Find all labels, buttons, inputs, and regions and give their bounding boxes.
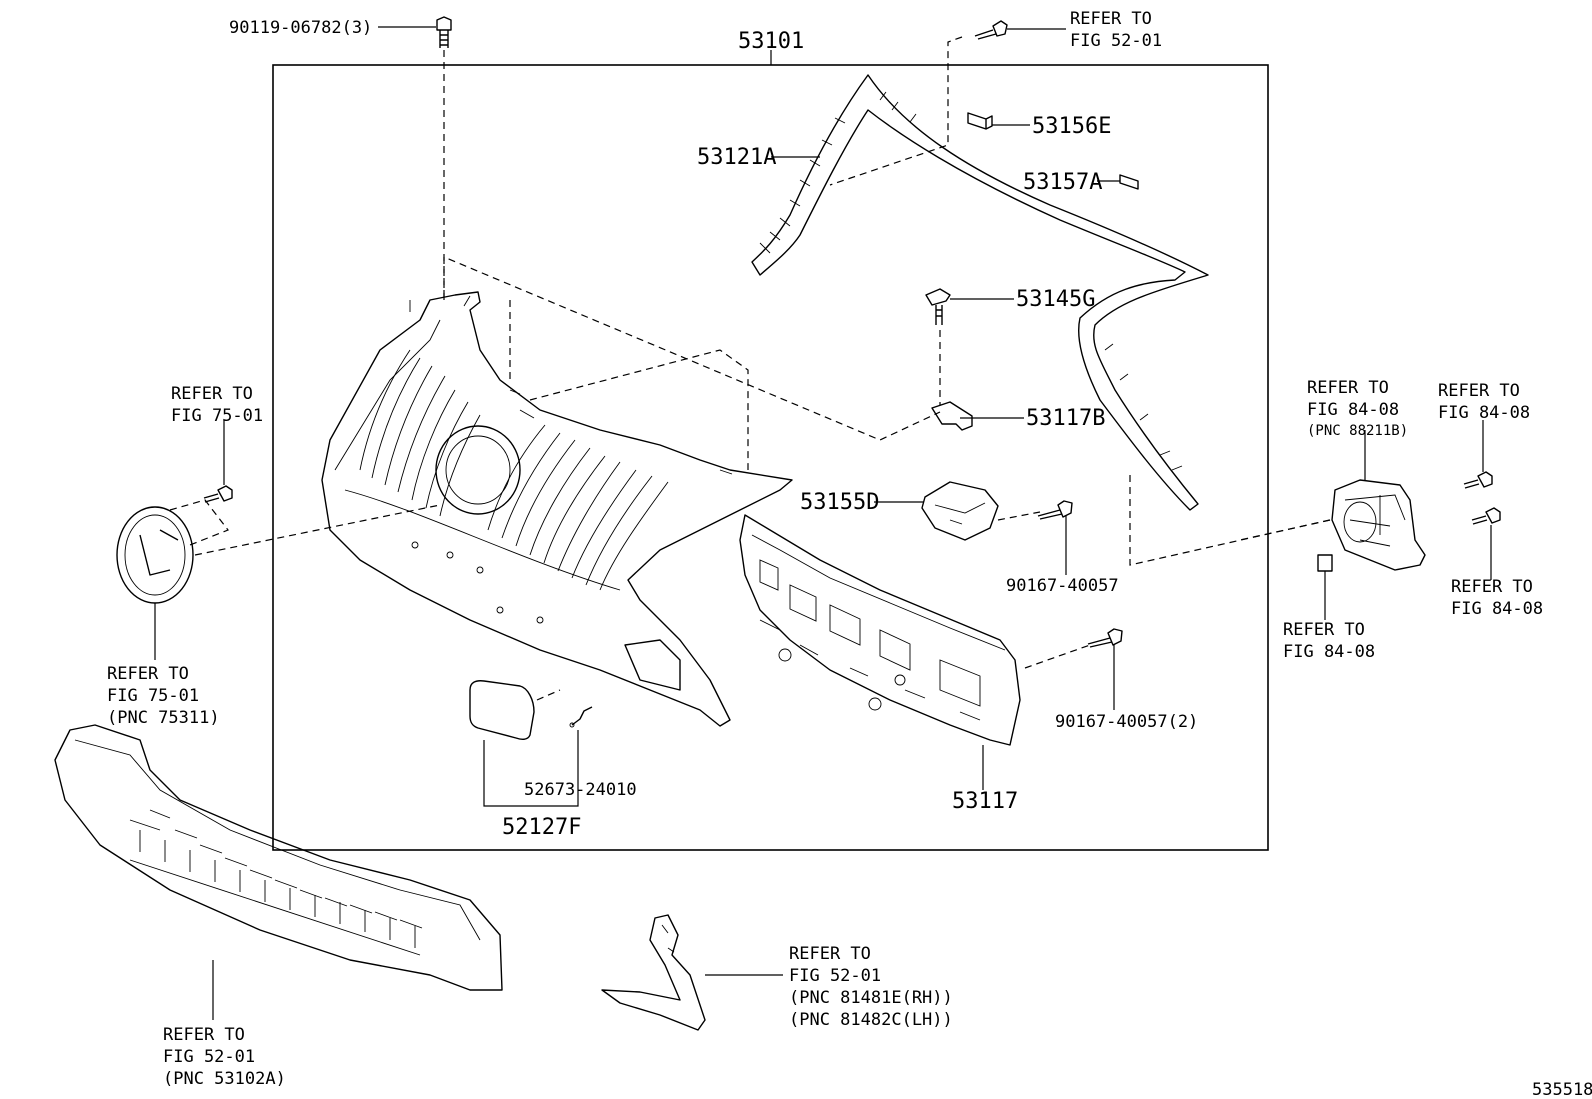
label-fig-84-08-a: FIG 84-08 <box>1307 400 1399 420</box>
label-52673-24010: 52673-24010 <box>524 780 637 800</box>
label-refer-75-01-b: REFER TO <box>107 664 189 684</box>
label-fig-52-01-b: FIG 52-01 <box>789 966 881 986</box>
cover-52127f-icon[interactable] <box>469 680 535 740</box>
label-fig-84-08-b: FIG 84-08 <box>1438 403 1530 423</box>
fog-bolt-b-icon[interactable] <box>1471 507 1501 525</box>
label-fig-52-01-c: FIG 52-01 <box>163 1047 255 1067</box>
screw-90167-icon[interactable] <box>1037 500 1073 520</box>
label-fig-75-01-a: FIG 75-01 <box>171 406 263 426</box>
label-assembly-53101: 53101 <box>738 29 804 54</box>
screw-90167-2-icon[interactable] <box>1087 628 1123 648</box>
label-53156e: 53156E <box>1032 114 1111 139</box>
label-90167-40057: 90167-40057 <box>1006 576 1119 596</box>
fog-bulb-icon[interactable] <box>1317 554 1333 572</box>
emblem-bolt-icon[interactable] <box>203 485 233 503</box>
label-refer-84-08-b: REFER TO <box>1438 381 1520 401</box>
label-refer-84-08-a: REFER TO <box>1307 378 1389 398</box>
label-refer-84-08-c: REFER TO <box>1451 577 1533 597</box>
label-refer-84-08-d: REFER TO <box>1283 620 1365 640</box>
label-refer-52-01-c: REFER TO <box>163 1025 245 1045</box>
reinforcement-53117[interactable] <box>739 514 1021 746</box>
label-fig-75-01-b: FIG 75-01 <box>107 686 199 706</box>
label-53121a: 53121A <box>697 145 776 170</box>
diagram-id: 535518 <box>1532 1080 1592 1099</box>
clip-52673-icon[interactable] <box>569 706 593 728</box>
grille-frame-53101[interactable] <box>321 291 793 727</box>
label-pnc-81482c: (PNC 81482C(LH)) <box>789 1010 953 1030</box>
label-pnc-75311: (PNC 75311) <box>107 708 220 728</box>
clip-53145g-icon[interactable] <box>925 288 951 325</box>
fog-bolt-a-icon[interactable] <box>1463 471 1493 489</box>
label-refer-52-01-top: REFER TO <box>1070 9 1152 29</box>
label-pnc-88211b: (PNC 88211B) <box>1307 423 1408 439</box>
label-52127f: 52127F <box>502 815 581 840</box>
bracket-53117b-icon[interactable] <box>931 401 973 431</box>
corner-garnish-81481e[interactable] <box>601 914 706 1031</box>
label-refer-75-01-a: REFER TO <box>171 384 253 404</box>
molding-53121a[interactable] <box>751 74 1209 511</box>
label-90167-40057-2: 90167-40057(2) <box>1055 712 1198 732</box>
label-fig-52-01-top: FIG 52-01 <box>1070 31 1162 51</box>
emblem-icon[interactable] <box>116 506 194 604</box>
bracket-53155d-icon[interactable] <box>921 481 999 541</box>
label-pnc-81481e: (PNC 81481E(RH)) <box>789 988 953 1008</box>
label-refer-52-01-b: REFER TO <box>789 944 871 964</box>
label-pnc-53102a: (PNC 53102A) <box>163 1069 286 1089</box>
label-bolt-90119: 90119-06782(3) <box>229 18 372 38</box>
label-53157a: 53157A <box>1023 170 1102 195</box>
label-fig-84-08-d: FIG 84-08 <box>1283 642 1375 662</box>
label-53117b: 53117B <box>1026 406 1105 431</box>
label-53117: 53117 <box>952 789 1018 814</box>
clip-53157a-icon[interactable] <box>1119 174 1139 190</box>
label-53155d: 53155D <box>800 490 879 515</box>
assembly-frame <box>272 64 1269 851</box>
clip-fig52-icon[interactable] <box>974 20 1008 40</box>
fog-lamp-icon[interactable] <box>1331 479 1426 571</box>
clip-53156e-icon[interactable] <box>967 112 993 130</box>
lower-grille-53102a[interactable] <box>54 724 503 991</box>
label-53145g: 53145G <box>1016 287 1095 312</box>
label-fig-84-08-c: FIG 84-08 <box>1451 599 1543 619</box>
bolt-90119-icon[interactable] <box>436 16 452 48</box>
